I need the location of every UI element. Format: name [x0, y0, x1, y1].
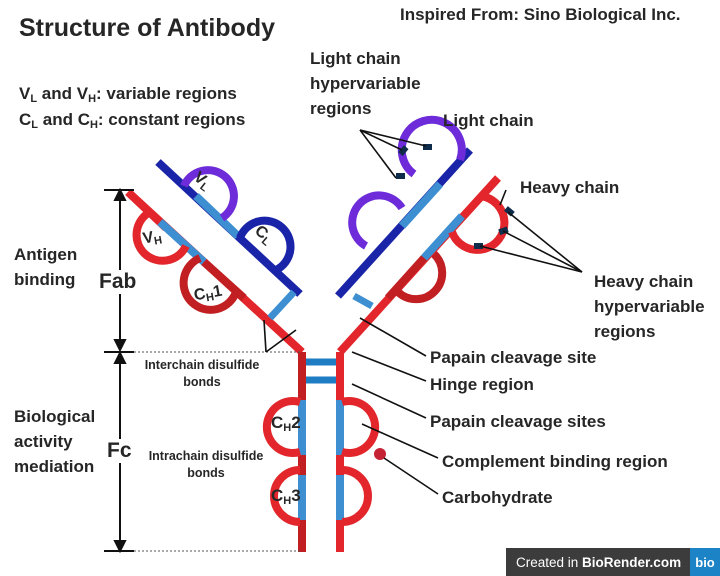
left-heavy-chain — [125, 189, 305, 355]
biorender-badge[interactable]: Created in BioRender.com bio — [506, 548, 720, 576]
ch3-domain-label: CH3 — [271, 486, 301, 507]
fc-label: Fc — [106, 439, 133, 463]
vh-domain-label: VH — [141, 228, 164, 248]
ch1-domain-loop — [179, 254, 240, 314]
fab-label: Fab — [98, 270, 138, 294]
carbohydrate-marker — [374, 448, 386, 460]
cl-domain-loop — [236, 216, 295, 274]
right-ch2-loop — [340, 397, 380, 457]
light-chain-label: Light chain — [443, 111, 534, 130]
papain-sites-label: Papain cleavage sites — [430, 412, 606, 431]
left-interchain-bond — [267, 289, 297, 321]
vh-domain-loop — [132, 208, 190, 265]
ch2-domain-loop — [262, 397, 302, 457]
credit-text: Inspired From: Sino Biological Inc. — [400, 5, 681, 24]
biorender-logo-icon: bio — [690, 548, 720, 576]
right-vh-loop — [448, 192, 509, 254]
legend-constant: CL and CH: constant regions — [19, 110, 246, 131]
heavy-chain-label: Heavy chain — [520, 178, 620, 197]
right-ch3-loop — [341, 466, 372, 526]
papain-site-label: Papain cleavage site — [430, 348, 597, 367]
ch3-domain-loop — [270, 466, 301, 526]
hinge-label: Hinge region — [430, 375, 534, 394]
leader-lines — [263, 129, 583, 495]
ch2-domain-label: CH2 — [271, 413, 301, 434]
right-vl-loop — [397, 115, 466, 178]
right-ch1-loop — [395, 251, 447, 304]
legend-variable: VL and VH: variable regions — [19, 84, 237, 105]
right-light-chain — [335, 147, 473, 299]
page-title: Structure of Antibody — [19, 14, 276, 42]
vl-domain-loop — [180, 166, 238, 222]
badge-text: Created in BioRender.com — [516, 554, 682, 570]
complement-label: Complement binding region — [442, 452, 668, 471]
right-heavy-chain — [337, 175, 501, 355]
right-interchain-bond — [352, 292, 374, 310]
right-cl-loop — [348, 191, 406, 250]
carbohydrate-label: Carbohydrate — [442, 488, 553, 507]
light-hv-marks — [396, 144, 432, 179]
